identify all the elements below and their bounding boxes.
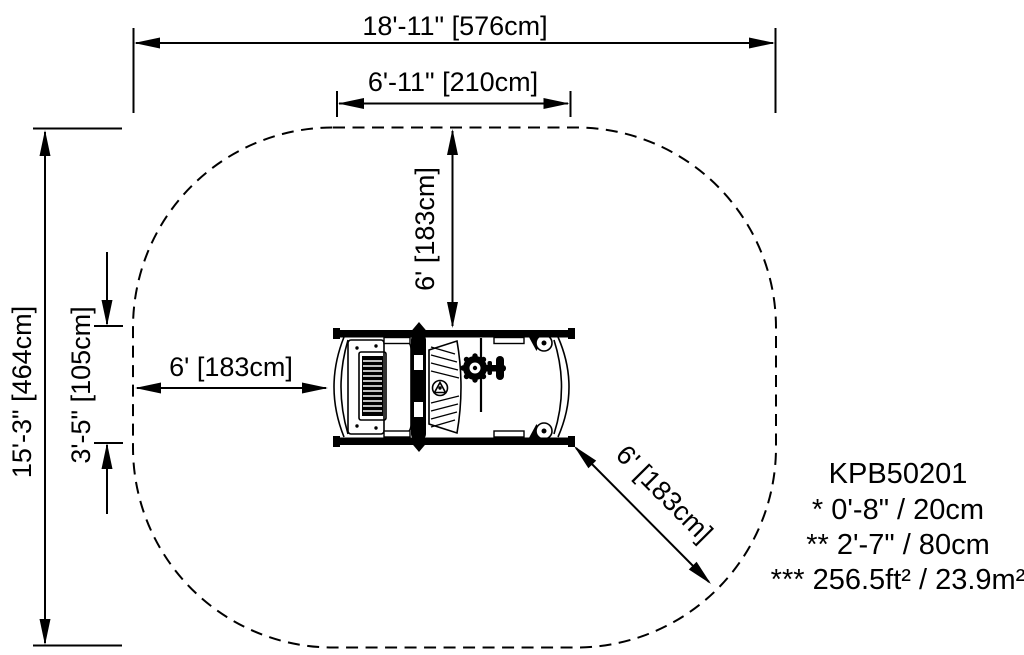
screw-dot — [374, 426, 378, 430]
dimension-line — [575, 447, 710, 583]
legend-block: KPB50201 * 0'-8" / 20cm ** 2'-7" / 80cm … — [771, 458, 1024, 596]
emblem-dot — [438, 386, 442, 390]
equipment-width-label: 6'-11" [210cm] — [368, 67, 538, 97]
center-crossbar — [411, 334, 426, 440]
left-bumper-arc — [333, 336, 345, 438]
dimension-clearance-left — [135, 382, 328, 394]
grille-frame — [358, 351, 387, 421]
hand-brake-handle — [483, 356, 506, 380]
play-vehicle-top-view — [333, 322, 575, 452]
equipment-depth-label: 3'-5" [105cm] — [66, 306, 96, 463]
dimension-equipment-depth — [94, 252, 123, 514]
roller-top-hub — [541, 340, 547, 346]
arrow-down-icon — [101, 300, 113, 326]
arrow-down-icon — [39, 619, 51, 645]
overall-depth-label: 15'-3" [464cm] — [7, 306, 37, 478]
arrow-up-left-icon — [574, 446, 597, 469]
arrow-left-icon — [338, 98, 364, 109]
dimension-clearance-top — [447, 129, 458, 328]
top-bar — [335, 330, 573, 338]
note-fall-height: * 0'-8" / 20cm — [812, 494, 984, 526]
cowl-louvers — [430, 346, 460, 428]
crossbar-slot — [414, 402, 423, 417]
running-boards — [333, 328, 575, 447]
dimension-overall-width — [132, 28, 777, 113]
arrow-up-icon — [101, 443, 113, 469]
note-critical-height: ** 2'-7" / 80cm — [806, 529, 989, 561]
clearance-top-label: 6' [183cm] — [410, 167, 440, 291]
hood-panel — [347, 339, 385, 435]
safety-zone-boundary — [132, 126, 777, 649]
left-bumper-arc-inner — [340, 339, 349, 435]
model-number: KPB50201 — [829, 458, 968, 490]
roller-bottom-hub — [541, 428, 547, 434]
seat-panel — [384, 339, 412, 435]
arrow-up-icon — [39, 130, 51, 156]
note-area: *** 256.5ft² / 23.9m² — [771, 564, 1024, 596]
overall-width-label: 18'-11" [576cm] — [362, 11, 547, 41]
arrow-right-icon — [749, 37, 775, 49]
arrow-down-right-icon — [688, 561, 711, 584]
screw-dot — [355, 346, 359, 350]
arrow-left-icon — [134, 37, 160, 49]
right-bumper-arc — [557, 336, 570, 438]
clearance-left-label: 6' [183cm] — [169, 352, 293, 382]
screw-dot — [355, 424, 359, 428]
right-bumper-arc-inner — [553, 339, 563, 435]
bottom-bar — [335, 437, 573, 445]
arrow-right-icon — [543, 98, 570, 109]
dimension-equipment-width — [336, 91, 572, 117]
arrow-down-icon — [447, 302, 458, 328]
dimension-overall-depth — [33, 127, 122, 647]
arrow-up-icon — [447, 129, 458, 155]
clearance-diagonal-label: 6' [183cm] — [610, 439, 718, 548]
arrow-right-icon — [302, 382, 328, 394]
crossbar-slot — [414, 355, 423, 370]
mounting-tabs — [383, 336, 525, 438]
grille-slats — [363, 360, 382, 412]
dimension-clearance-diagonal — [574, 446, 711, 584]
engine-cowl — [428, 339, 462, 435]
screw-dot — [374, 344, 378, 348]
arrow-left-icon — [135, 382, 161, 394]
emblem-triangle — [433, 380, 447, 394]
